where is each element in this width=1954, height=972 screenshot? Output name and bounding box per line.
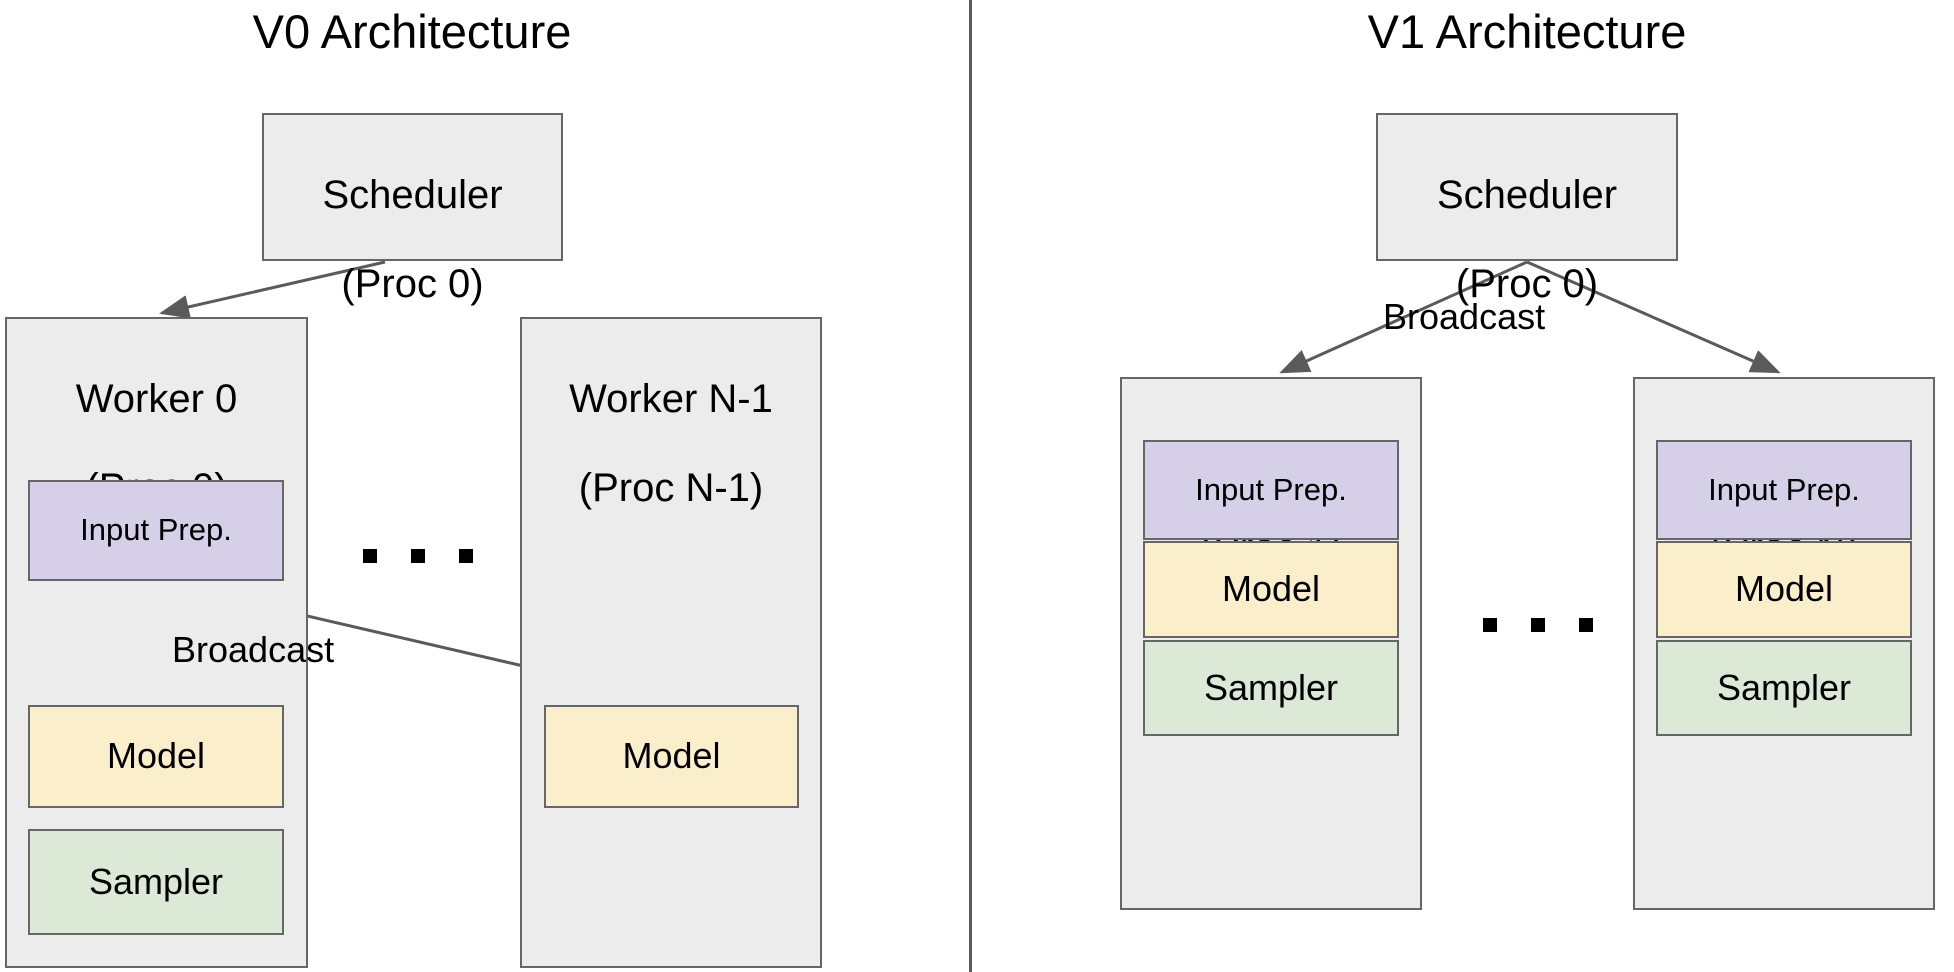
v1-ellipsis	[1483, 618, 1593, 632]
panel-divider	[969, 0, 972, 972]
v0-worker-n-model-label: Model	[622, 735, 721, 777]
v1-worker-0-sampler-label: Sampler	[1203, 666, 1339, 708]
v0-worker-0-model-box[interactable]: Model	[28, 705, 284, 808]
v0-worker-n-label: Worker N-1 (Proc N-1)	[522, 319, 820, 511]
v1-worker-0-model-box[interactable]: Model	[1143, 541, 1399, 638]
v1-worker-n-input-prep-box[interactable]: Input Prep.	[1656, 440, 1912, 540]
v0-worker-n-line2: (Proc N-1)	[578, 466, 764, 511]
v0-ellipsis	[363, 549, 473, 563]
v1-worker-n-input-prep-label: Input Prep.	[1708, 471, 1860, 507]
v1-worker-0-input-prep-box[interactable]: Input Prep.	[1143, 440, 1399, 540]
arrow-v1-scheduler-to-workerN	[1526, 260, 1781, 374]
v0-worker-0-model-label: Model	[106, 735, 206, 777]
v0-ellipsis-dot-1	[363, 549, 377, 563]
v0-worker-0-sampler-box[interactable]: Sampler	[28, 829, 284, 935]
v1-worker-0-input-prep-label: Input Prep.	[1195, 471, 1347, 507]
v0-panel-title: V0 Architecture	[252, 5, 572, 58]
v0-worker-0-sampler-label: Sampler	[88, 860, 224, 902]
v1-scheduler-line1: Scheduler	[1436, 172, 1618, 217]
v1-ellipsis-dot-3	[1579, 618, 1593, 632]
v1-worker-0-model-label: Model	[1221, 568, 1321, 610]
v0-ellipsis-dot-2	[411, 549, 425, 563]
v0-worker-n-model-box[interactable]: Model	[544, 705, 799, 808]
v0-scheduler-box[interactable]: Scheduler (Proc 0)	[262, 113, 563, 306]
v0-ellipsis-dot-3	[459, 549, 473, 563]
v1-scheduler-box[interactable]: Scheduler (Proc 0)	[1376, 113, 1678, 306]
v0-broadcast-label: Broadcast	[172, 629, 335, 670]
v0-scheduler-line1: Scheduler	[322, 172, 503, 217]
v0-worker-n-box[interactable]: Worker N-1 (Proc N-1)	[520, 317, 822, 968]
arrow-v0-scheduler-to-worker0	[159, 260, 386, 319]
v1-worker-n-sampler-box[interactable]: Sampler	[1656, 640, 1912, 736]
v0-worker-n-line1: Worker N-1	[569, 376, 773, 421]
v1-ellipsis-dot-2	[1531, 618, 1545, 632]
v0-worker-0-input-prep-box[interactable]: Input Prep.	[28, 480, 284, 581]
v1-worker-0-sampler-box[interactable]: Sampler	[1143, 640, 1399, 736]
v1-scheduler-label: Scheduler (Proc 0)	[1378, 115, 1676, 307]
v1-worker-n-model-label: Model	[1734, 568, 1834, 610]
v0-worker-0-input-prep-label: Input Prep.	[80, 512, 232, 548]
v1-panel-title: V1 Architecture	[1367, 5, 1687, 58]
v0-scheduler-line2: (Proc 0)	[341, 262, 484, 307]
v1-broadcast-label: Broadcast	[1383, 296, 1546, 337]
v0-worker-0-line1: Worker 0	[75, 376, 238, 421]
v1-ellipsis-dot-1	[1483, 618, 1497, 632]
v1-worker-n-sampler-label: Sampler	[1716, 666, 1852, 708]
v1-worker-n-model-box[interactable]: Model	[1656, 541, 1912, 638]
v0-scheduler-label: Scheduler (Proc 0)	[264, 115, 561, 307]
